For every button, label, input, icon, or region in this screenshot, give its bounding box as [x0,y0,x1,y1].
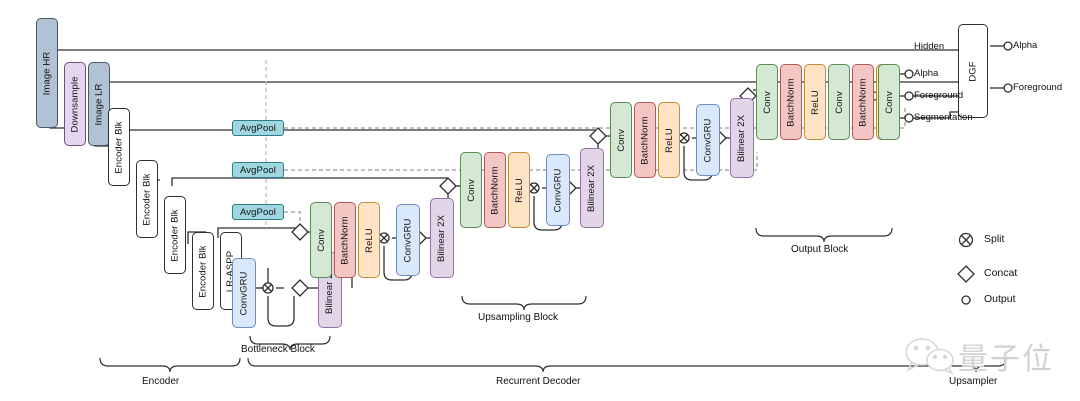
concat-icon [291,279,309,297]
concat-icon [291,223,309,241]
output-icon [1003,83,1013,93]
node-image-hr[interactable]: Image HR [36,18,58,128]
legend-item-concat: Concat [984,267,1018,279]
node-out-relu-1[interactable]: ReLU [804,64,826,140]
watermark-text: 量子位 [958,342,1054,377]
node-encoder-blk-4[interactable]: Encoder Blk [192,232,214,310]
node-image-lr[interactable]: Image LR [88,62,110,146]
node-up2-relu[interactable]: ReLU [508,152,530,228]
node-dgf[interactable]: DGF [958,24,988,118]
node-up1-relu[interactable]: ReLU [358,202,380,278]
label-bottleneck-block: Bottleneck Block [241,344,315,355]
node-out-final-conv[interactable]: Conv [878,64,900,140]
node-avgpool-2[interactable]: AvgPool [232,162,284,178]
node-up1-batchnorm[interactable]: BatchNorm [334,202,356,278]
node-up3-batchnorm[interactable]: BatchNorm [634,102,656,178]
node-encoder-blk-3[interactable]: Encoder Blk [164,196,186,274]
label-output-alpha: Alpha [914,68,939,79]
label-hidden: Hidden [914,41,945,52]
label-stage-upsampler: Upsampler [949,376,998,387]
output-icon [904,91,914,101]
node-out-batchnorm-1[interactable]: BatchNorm [780,64,802,140]
node-bottleneck-convgru[interactable]: ConvGRU [232,258,256,328]
watermark-icon [905,338,955,375]
legend-item-output: Output [984,293,1016,305]
node-up1-convgru[interactable]: ConvGRU [396,204,420,276]
label-dgf-alpha: Alpha [1013,40,1038,51]
label-output-block: Output Block [791,244,849,255]
node-up2-conv[interactable]: Conv [460,152,482,228]
label-upsampling-block: Upsampling Block [478,312,559,323]
label-stage-recurrent-decoder: Recurrent Decoder [496,376,581,387]
node-up2-batchnorm[interactable]: BatchNorm [484,152,506,228]
node-up2-convgru[interactable]: ConvGRU [546,154,570,226]
node-up3-bilinear[interactable]: Bilinear 2X [730,98,754,178]
output-icon [904,113,914,123]
node-out-conv-1[interactable]: Conv [756,64,778,140]
output-icon [961,295,971,305]
node-encoder-blk-2[interactable]: Encoder Blk [136,160,158,238]
node-up3-relu[interactable]: ReLU [658,102,680,178]
label-stage-encoder: Encoder [142,376,180,387]
legend-item-split: Split [984,233,1005,245]
label-output-foreground: Foreground [914,90,964,101]
concat-icon [957,265,975,283]
node-up1-conv[interactable]: Conv [310,202,332,278]
node-out-conv-2[interactable]: Conv [828,64,850,140]
label-output-segmentation: Segmentation [914,112,973,123]
node-out-batchnorm-2[interactable]: BatchNorm [852,64,874,140]
output-icon [1003,41,1013,51]
concat-icon [589,127,607,145]
node-up1-bilinear[interactable]: Bilinear 2X [430,198,454,278]
output-icon [904,69,914,79]
label-dgf-foreground: Foreground [1013,82,1063,93]
node-encoder-blk-1[interactable]: Encoder Blk [108,108,130,186]
node-avgpool-3[interactable]: AvgPool [232,204,284,220]
node-up2-bilinear[interactable]: Bilinear 2X [580,148,604,228]
node-downsample[interactable]: Downsample [64,62,86,146]
concat-icon [439,177,457,195]
node-up3-convgru[interactable]: ConvGRU [696,104,720,176]
node-up3-conv[interactable]: Conv [610,102,632,178]
node-avgpool-1[interactable]: AvgPool [232,120,284,136]
